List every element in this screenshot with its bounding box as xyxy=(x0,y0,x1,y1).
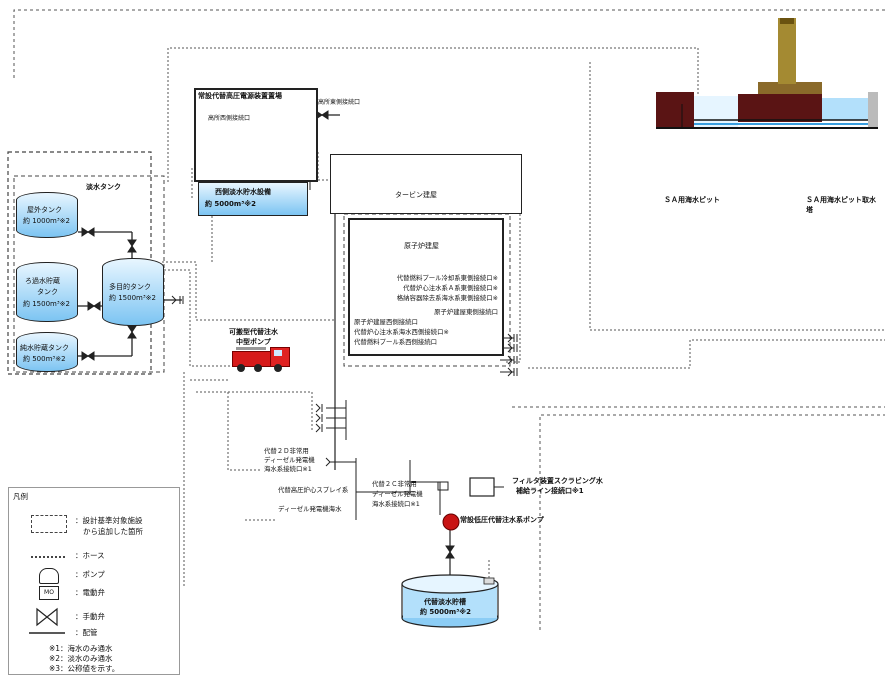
east-high-port: 高所東側接続口 xyxy=(318,99,361,106)
legend-dashed-box xyxy=(31,515,67,533)
alt-2d-label-1: 代替２Ｄ非常用 xyxy=(264,447,309,455)
pump-truck-label-2: 中型ポンプ xyxy=(236,338,271,346)
legend-box: 凡例 ：設計基準対象施設 から追加した箇所 ：ホース ：ポンプ MO ：電動弁 … xyxy=(8,487,180,675)
legend-item-6: ：手動弁 xyxy=(75,612,105,621)
sa-pit-intake-label-2: 塔 xyxy=(806,206,813,214)
filtered-water-tank-cap: 約 1500m³※2 xyxy=(23,300,70,308)
multipurpose-tank: 多目的タンク 約 1500m³※2 xyxy=(102,258,164,326)
power-building: 常設代替高圧電源装置置場 高所西側接続口 xyxy=(194,88,318,182)
legend-title: 凡例 xyxy=(13,492,28,501)
reactor-line-6: 代替炉心注水系海水西側接続口※ xyxy=(354,328,449,336)
legend-hose-line xyxy=(31,556,65,558)
multipurpose-tank-label: 多目的タンク xyxy=(109,283,151,291)
turbine-building-label: タービン建屋 xyxy=(395,191,437,199)
outdoor-tank-cap: 約 1000m³※2 xyxy=(23,217,70,225)
legend-note-3: ※3：公称値を示す。 xyxy=(49,664,120,673)
pure-water-tank: 純水貯蔵タンク 約 500m³※2 xyxy=(16,332,78,372)
low-pressure-pump-label: 常設低圧代替注水系ポンプ xyxy=(460,516,544,524)
west-high-port: 高所西側接続口 xyxy=(208,115,251,122)
turbine-building: タービン建屋 xyxy=(330,154,522,214)
legend-item-1: ：設計基準対象施設 xyxy=(75,516,143,525)
outdoor-tank-label: 屋外タンク xyxy=(27,206,62,214)
valve-symbols xyxy=(81,110,455,559)
legend-item-4: ：ポンプ xyxy=(75,570,105,579)
sa-seawater-pit-label: ＳＡ用海水ピット xyxy=(664,196,720,204)
legend-note-1: ※1：海水のみ通水 xyxy=(49,644,113,653)
tank-group-label: 淡水タンク xyxy=(86,183,121,191)
pump-truck-label-1: 可搬型代替注水 xyxy=(229,328,278,336)
motor-valve-icon: MO xyxy=(39,586,59,600)
pure-water-tank-label: 純水貯蔵タンク xyxy=(20,344,69,352)
fire-pump-truck-icon xyxy=(232,347,290,372)
legend-note-2: ※2：淡水のみ通水 xyxy=(49,654,113,663)
manual-valve-icon xyxy=(29,607,65,634)
reactor-line-1: 代替燃料プール冷却系東側接続口※ xyxy=(396,274,498,282)
west-storage-label: 西側淡水貯水設備 xyxy=(215,188,271,196)
west-storage-cap: 約 5000m³※2 xyxy=(205,200,256,208)
reactor-line-3: 格納容器除去系海水系東側接続口※ xyxy=(396,294,498,302)
outdoor-tank: 屋外タンク 約 1000m³※2 xyxy=(16,192,78,238)
filtered-water-tank-label: ろ過水貯蔵 xyxy=(25,277,60,285)
reactor-line-2: 代替炉心注水系Ａ系東側接続口※ xyxy=(403,284,498,292)
reactor-line-5: 原子炉建屋西側接続口 xyxy=(354,318,418,326)
multipurpose-tank-cap: 約 1500m³※2 xyxy=(109,294,156,302)
filtered-water-tank-label2: タンク xyxy=(37,288,58,296)
pump-icon xyxy=(39,568,59,584)
hpcs-label-2: ディーゼル発電機海水 xyxy=(278,505,342,513)
pure-water-tank-cap: 約 500m³※2 xyxy=(23,355,66,363)
alt-2c-label-3: 海水系接続口※1 xyxy=(372,500,420,508)
reactor-line-7: 代替燃料プール系西側接続口 xyxy=(354,338,438,346)
legend-item-5: ：電動弁 xyxy=(75,588,105,597)
reactor-line-4: 原子炉建屋東側接続口 xyxy=(434,308,498,316)
reactor-building-label: 原子炉建屋 xyxy=(404,242,439,250)
filter-device-label-2: 補給ライン接続口※1 xyxy=(516,487,584,495)
alt-storage-label: 代替淡水貯槽 xyxy=(424,598,466,606)
hpcs-label-1: 代替高圧炉心スプレイ系 xyxy=(278,486,349,494)
filtered-water-tank: ろ過水貯蔵 タンク 約 1500m³※2 xyxy=(16,262,78,322)
filter-device-label-1: フィルタ装置スクラビング水 xyxy=(512,477,603,485)
west-freshwater-storage: 西側淡水貯水設備 約 5000m³※2 xyxy=(198,182,308,216)
alt-2c-label-1: 代替２Ｃ非常用 xyxy=(372,480,417,488)
alt-storage-cap: 約 5000m³※2 xyxy=(420,608,471,616)
alt-2d-label-3: 海水系接続口※1 xyxy=(264,465,312,473)
legend-item-7: ：配管 xyxy=(75,628,98,637)
alt-2d-label-2: ディーゼル発電機 xyxy=(264,456,315,464)
alt-2c-label-2: ディーゼル発電機 xyxy=(372,490,423,498)
reactor-building: 原子炉建屋 代替燃料プール冷却系東側接続口※ 代替炉心注水系Ａ系東側接続口※ 格… xyxy=(348,218,504,356)
sa-pit-intake-label-1: ＳＡ用海水ピット取水 xyxy=(806,196,876,204)
power-building-title: 常設代替高圧電源装置置場 xyxy=(198,92,282,100)
legend-item-2: から追加した箇所 xyxy=(83,527,143,536)
legend-item-3: ：ホース xyxy=(75,551,105,560)
